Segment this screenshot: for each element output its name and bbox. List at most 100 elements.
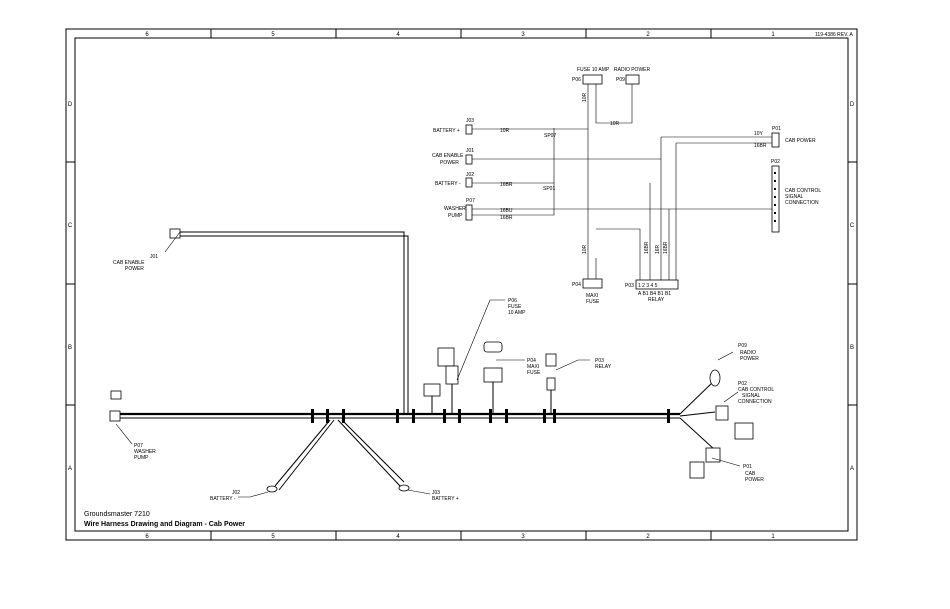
p06-label1: FUSE [508,304,522,310]
washer-connector-shape [109,410,121,422]
relay-connector [635,279,679,290]
relay-pins: 1 2 3 4 5 [638,283,658,289]
p04-id: P04 [527,358,536,364]
battery-neg-id: J02 [466,172,474,178]
washer-label1: WASHER [444,206,466,212]
washer-id: P07 [466,198,475,204]
row-label-right: C [850,223,855,229]
battery-neg-connector [465,177,473,188]
p01-label2: POWER [745,477,764,483]
drawing-ref-number: 119-4386 REV. A [815,32,853,38]
row-label-right: A [850,466,854,472]
p03-connector-shape [545,353,557,367]
p02-label3: CONNECTION [738,399,772,405]
wire-label: 16BR [644,241,650,254]
wire-label: 10Y [754,131,764,137]
battery-label: BATTERY + [433,128,460,134]
wire-label: 10R [610,121,620,127]
radio-power-id: P09 [616,77,625,83]
col-label-bottom: 2 [646,534,650,540]
p06-label2: 10 AMP [508,310,526,316]
product-name: Groundsmaster 7210 [84,511,150,518]
p09-label1: RADIO [740,350,756,356]
p03-id: P03 [595,358,604,364]
j03-id: J03 [432,490,440,496]
p04-label2: FUSE [527,370,541,376]
col-label-top: 1 [771,32,775,38]
wire-label: 16BR [754,143,767,149]
col-label-bottom: 4 [396,534,400,540]
washer-connector [465,204,473,221]
j01-connector-shape [169,228,181,239]
p07-label1: WASHER [134,449,156,455]
maxi-fuse-id: P04 [572,282,581,288]
battery-id: J03 [466,118,474,124]
col-label-bottom: 6 [145,534,149,540]
p02-connector-shape [715,405,729,421]
j01-label2: POWER [125,266,144,272]
col-label-top: 5 [271,32,275,38]
battery-connector [465,124,473,135]
wire-label: 10R [582,92,588,102]
row-label-right: B [850,345,854,351]
cab-enable-id: J01 [466,148,474,154]
relay-label: RELAY [648,297,665,303]
cab-power-connector [771,132,780,148]
splice-label: SP07 [544,133,556,139]
radio-power-connector [625,74,640,85]
cab-enable-label1: CAB ENABLE [432,153,464,159]
fuse-label: FUSE 10 AMP [577,67,610,73]
inner-frame [74,37,849,532]
cab-control-id: P02 [771,159,780,165]
washer-label2: PUMP [448,213,463,219]
cab-control-label1: CAB CONTROL [785,188,821,194]
j01-label1: CAB ENABLE [113,260,145,266]
wire-label: 16R [655,244,661,254]
j03-label1: BATTERY + [432,496,459,502]
p03-label1: RELAY [595,364,612,370]
outer-frame [65,28,858,541]
row-label-left: C [68,223,73,229]
p06-connector-shape [423,383,441,397]
p04-connector-shape [483,367,503,383]
p02-label1: CAB CONTROL [738,387,774,393]
harness-drawing: J01 CAB ENABLE POWER P06 FUSE 10 AMP P04… [109,228,774,502]
relay-id: P03 [625,283,634,289]
maxi-fuse-label2: FUSE [586,299,600,305]
col-label-top: 2 [646,32,650,38]
col-label-top: 4 [396,32,400,38]
schematic: FUSE 10 AMP P06 RADIO POWER P09 10R 10R … [432,67,821,305]
col-label-bottom: 5 [271,534,275,540]
p09-id: P09 [738,343,747,349]
col-label-top: 3 [521,32,525,38]
row-label-right: D [850,102,855,108]
radio-power-label: RADIO POWER [614,67,651,73]
wire-label: 10R [500,128,510,134]
row-label-left: B [68,345,72,351]
cab-control-label2: SIGNAL [785,194,804,200]
splice-label: SP01 [543,186,555,192]
cab-control-label3: CONNECTION [785,200,819,206]
cab-power-id: P01 [772,126,781,132]
cab-enable-connector [465,154,473,165]
wire-label: 16BR [500,215,513,221]
p01-id: P01 [743,464,752,470]
cab-control-connector [771,165,780,233]
p04-label1: MAXI [527,364,539,370]
maxi-fuse-label1: MAXI [586,293,598,299]
p02-label2: SIGNAL [742,393,761,399]
zone-dividers [66,29,857,540]
maxi-fuse-connector [582,278,603,289]
col-label-bottom: 3 [521,534,525,540]
p01-label1: CAB [745,471,756,477]
col-label-top: 6 [145,32,149,38]
battery-neg-label: BATTERY - [435,181,461,187]
cab-enable-label2: POWER [440,160,459,166]
p09-connector-shape [709,369,721,387]
p07-id: P07 [134,443,143,449]
drawing-title: Wire Harness Drawing and Diagram - Cab P… [84,521,245,528]
j02-id: J02 [232,490,240,496]
p09-label2: POWER [740,356,759,362]
cab-power-label: CAB POWER [785,138,816,144]
